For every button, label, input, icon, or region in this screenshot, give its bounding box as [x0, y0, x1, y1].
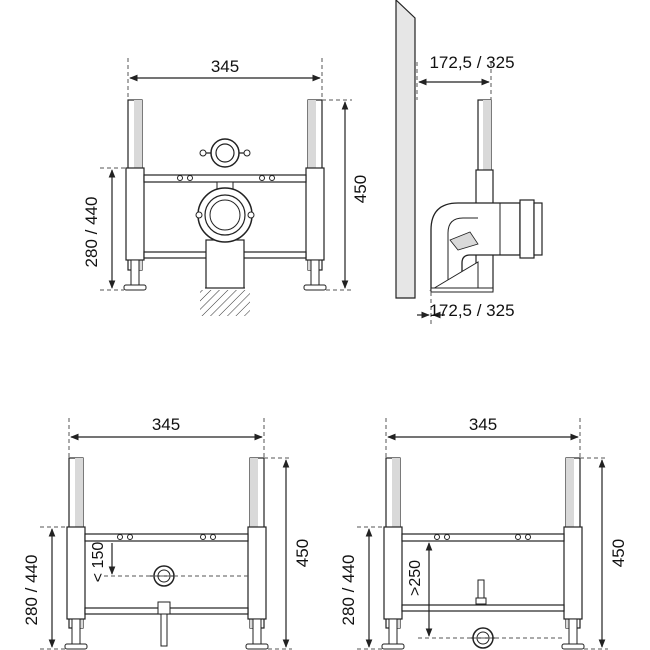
front-toilet-view: 345 450 280 / 440	[82, 57, 370, 316]
front-basin-drain: < 150	[90, 542, 107, 583]
side-toilet-depth: 172,5 / 325	[429, 53, 514, 72]
drain-fitting	[195, 181, 255, 289]
front-bidet-width: 345	[469, 415, 497, 434]
side-drain-bend	[430, 199, 543, 291]
left-leg-rod	[130, 259, 140, 286]
side-toilet-depth-bottom: 172,5 / 325	[429, 301, 514, 320]
front-bidet-view: 345 450 280 / 440 >250	[339, 415, 628, 650]
left-leg-sleeve	[125, 167, 145, 261]
right-leg-rod	[310, 259, 320, 286]
floor-hatch	[200, 290, 250, 316]
front-basin-width: 345	[152, 415, 180, 434]
front-basin-adjust: 280 / 440	[22, 555, 41, 626]
left-foot	[123, 284, 147, 291]
front-basin-view: 345 450 280 / 440 < 150	[22, 415, 312, 650]
front-toilet-adjust: 280 / 440	[82, 197, 101, 268]
basin-drain	[150, 565, 178, 647]
right-foot	[303, 284, 327, 291]
front-toilet-width: 345	[211, 57, 239, 76]
front-bidet-drain: >250	[407, 560, 424, 596]
front-basin-height: 450	[293, 539, 312, 567]
right-leg-sleeve	[305, 167, 325, 261]
side-toilet-view: 172,5 / 325 172,5 / 325	[395, 0, 543, 324]
wall	[395, 0, 416, 299]
water-supply-fitting	[199, 138, 251, 168]
front-bidet-height: 450	[609, 539, 628, 567]
front-toilet-height: 450	[351, 175, 370, 203]
upper-crossbar	[143, 174, 307, 183]
front-bidet-adjust: 280 / 440	[339, 555, 358, 626]
